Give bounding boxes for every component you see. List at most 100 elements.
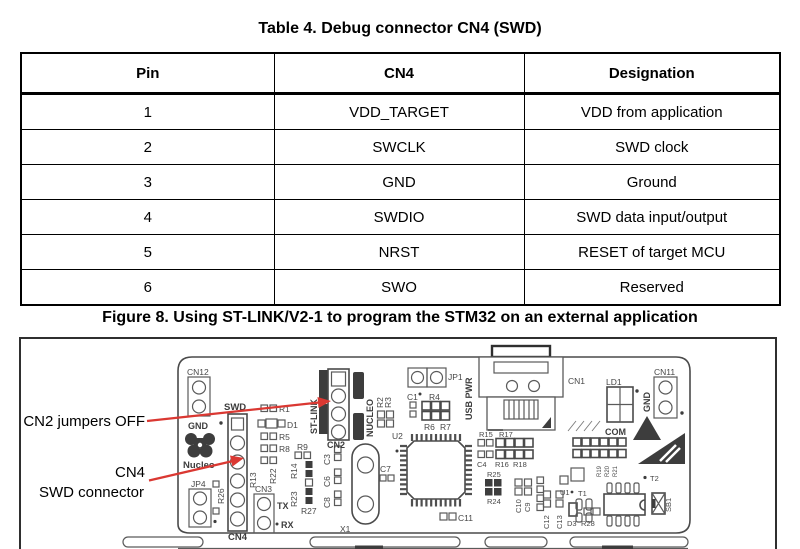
pcb-label-cn11: CN11: [654, 367, 675, 377]
pcb-label-r1: R1: [279, 404, 290, 414]
table-cell: Ground: [523, 164, 781, 200]
pcb-label-ld1: LD1: [606, 377, 622, 387]
pcb-label-t1: T1: [578, 489, 587, 498]
cap-cluster: C3 C6 C8: [322, 445, 342, 508]
pcb-label-nucleo: Nucleo: [183, 460, 215, 471]
pcb-label-jp1: JP1: [448, 372, 463, 382]
column-header: Pin: [20, 52, 275, 95]
jp4-connector: JP4 R26: [188, 479, 226, 528]
pcb-label-r13: R13: [248, 472, 258, 488]
pcb-label-x1: X1: [340, 524, 351, 534]
pcb-label-r26: R26: [216, 488, 226, 504]
pcb-label-usb-pwr: USB PWR: [464, 377, 474, 420]
st-logo: [185, 433, 215, 458]
pcb-label-r19: R19: [597, 465, 603, 477]
cn2-jumper-arrow: [146, 397, 331, 423]
pcb-label-u2: U2: [392, 431, 403, 441]
table-cell: Reserved: [523, 269, 781, 306]
pcb-label-r24: R24: [487, 497, 501, 506]
c11: C11: [439, 512, 473, 523]
pcb-label-r17: R17: [499, 430, 513, 439]
pcb-label-r15: R15: [479, 430, 493, 439]
pcb-label-r9: R9: [297, 442, 308, 452]
pcb-label-c7: C7: [380, 464, 391, 474]
table-cell: VDD_TARGET: [273, 93, 525, 130]
pcb-label-sb1: SB1: [664, 498, 673, 512]
pcb-label-cn12: CN12: [187, 367, 209, 377]
pcb-drawing: CN12 GND Nucleo JP4 R26 SWD CN4: [23, 344, 691, 549]
callout-cn4: CN4: [115, 464, 145, 481]
pcb-label-r4: R4: [429, 392, 440, 402]
pcb-label-d1: D1: [287, 420, 298, 430]
pcb-label-nucleo-vert: NUCLEO: [365, 399, 375, 437]
pcb-label-r20: R20: [605, 465, 611, 477]
cn12-connector: CN12 GND: [187, 367, 223, 431]
table-title: Table 4. Debug connector CN4 (SWD): [258, 20, 542, 37]
usb-connector: USB PWR CN1: [464, 344, 585, 431]
pcb-label-r7: R7: [440, 422, 451, 432]
table-cell: 1: [20, 93, 275, 130]
cn2-connector: ST-LINK CN2 NUCLEO: [309, 368, 375, 450]
jp1-connector: JP1: [407, 367, 463, 388]
callout-swd-connector: SWD connector: [39, 484, 144, 501]
u2-chip: U2: [392, 431, 472, 507]
pcb-label-r16: R16: [495, 460, 509, 469]
pcb-label-gnd-right: GND: [642, 392, 652, 413]
c7: C7: [379, 464, 395, 482]
table-cell: SWCLK: [273, 129, 525, 165]
table-cell: SWO: [273, 269, 525, 306]
table-cell: 2: [20, 129, 275, 165]
pcb-label-jp4: JP4: [191, 479, 206, 489]
pcb-label-r14: R14: [289, 463, 299, 479]
pcb-label-r21: R21: [613, 465, 619, 477]
t2-sb1: T2 SB1: [643, 474, 673, 515]
pcb-label-tx: TX: [277, 501, 289, 511]
pcb-label-cn3: CN3: [255, 484, 272, 494]
table-cell: NRST: [273, 234, 525, 270]
c1-r4-r6-r7: C1 R4 R6 R7: [407, 392, 451, 432]
table-cell: 3: [20, 164, 275, 200]
ld1-led: LD1 COM: [567, 377, 639, 437]
pcb-label-cn2: CN2: [327, 440, 345, 450]
pcb-label-r18: R18: [513, 460, 527, 469]
r2-r3: R2 R3: [375, 397, 395, 428]
pcb-label-cn4: CN4: [228, 532, 248, 543]
resistor-cluster-mid: R9 R14 R23 R27: [289, 442, 317, 516]
small-ic: [603, 482, 646, 527]
table-cell: GND: [273, 164, 525, 200]
column-header: CN4: [273, 52, 525, 95]
pcb-label-c1: C1: [407, 392, 418, 402]
esd-logo: [633, 416, 685, 464]
pcb-label-st-link: ST-LINK: [309, 399, 319, 434]
table-cell: SWD clock: [523, 129, 781, 165]
pcb-label-c9: C9: [523, 502, 532, 512]
resistor-cluster-right: R15 R17 C4 R16 R18 R25 R24: [477, 430, 534, 506]
pcb-label-r5: R5: [279, 432, 290, 442]
pcb-label-r23: R23: [289, 491, 299, 507]
x1-crystal: X1: [340, 443, 380, 534]
table-cell: SWD data input/output: [523, 199, 781, 235]
table-cell: VDD from application: [523, 93, 781, 130]
pcb-label-t2: T2: [650, 474, 659, 483]
pcb-label-r28: R28: [581, 519, 595, 528]
table-cell: 6: [20, 269, 275, 306]
pcb-label-r2: R2: [375, 397, 385, 408]
resistor-network: R19 R20 R21: [572, 437, 627, 477]
pcb-label-c11: C11: [458, 513, 473, 523]
table-cell: SWDIO: [273, 199, 525, 235]
pcb-label-r22: R22: [268, 468, 278, 484]
pcb-label-com: COM: [605, 427, 626, 437]
pcb-label-r8: R8: [279, 444, 290, 454]
pcb-label-swd: SWD: [224, 402, 246, 413]
pcb-label-gnd-left: GND: [188, 421, 209, 431]
pcb-label-rx: RX: [281, 520, 294, 530]
table-cell: RESET of target MCU: [523, 234, 781, 270]
table-cell: 5: [20, 234, 275, 270]
